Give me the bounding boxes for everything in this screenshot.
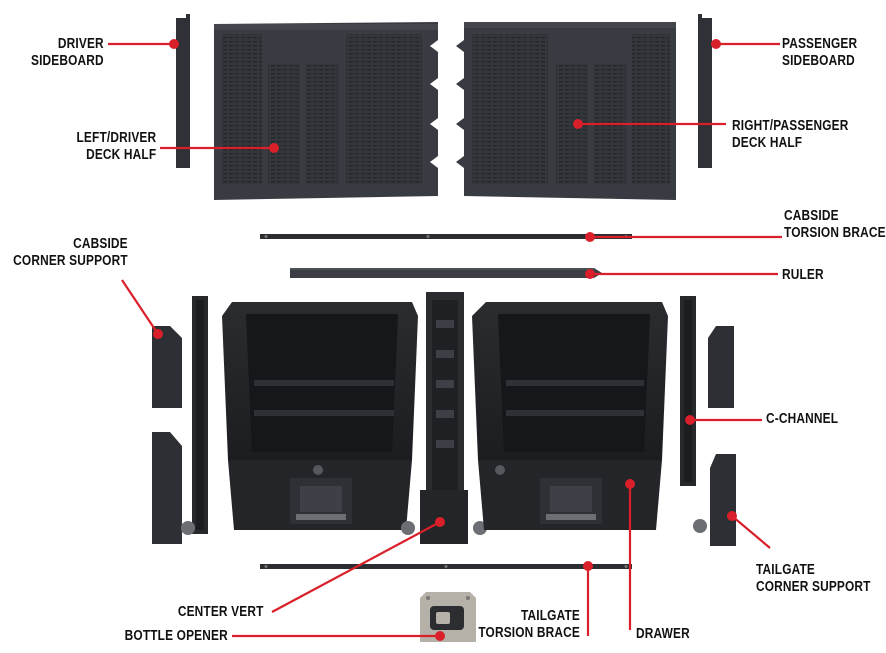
label-passenger-sideboard: PASSENGER SIDEBOARD xyxy=(782,36,858,69)
c-channel-left-part xyxy=(192,296,208,534)
center-vert-part xyxy=(401,292,487,544)
tailgate-torsion-brace-part xyxy=(260,564,632,569)
label-cabside-torsion-brace: CABSIDE TORSION BRACE xyxy=(784,208,886,241)
label-bottle-opener: BOTTLE OPENER xyxy=(124,628,228,644)
label-tailgate-corner-support: TAILGATE CORNER SUPPORT xyxy=(756,562,871,595)
label-left-driver-deck-half: LEFT/DRIVER DECK HALF xyxy=(76,130,156,163)
label-driver-sideboard: DRIVER SIDEBOARD xyxy=(31,36,104,69)
passenger-sideboard-part xyxy=(698,14,712,168)
cabside-corner-support-left-part xyxy=(152,326,182,408)
callout-lines xyxy=(108,42,782,638)
drawer-right-part xyxy=(472,302,668,530)
label-c-channel: C-CHANNEL xyxy=(766,411,839,427)
tailgate-corner-support-right-part xyxy=(693,454,736,546)
bottle-opener-part xyxy=(420,592,476,642)
drawer-left-part xyxy=(222,302,418,530)
cabside-corner-support-right-part xyxy=(708,326,734,408)
label-tailgate-torsion-brace: TAILGATE TORSION BRACE xyxy=(478,608,580,641)
c-channel-right-part xyxy=(680,296,696,486)
label-cabside-corner-support: CABSIDE CORNER SUPPORT xyxy=(13,236,128,269)
callout-dots xyxy=(153,39,737,641)
label-ruler: RULER xyxy=(782,267,824,283)
tailgate-corner-support-left-part xyxy=(152,432,195,544)
left-deck-half-part xyxy=(214,22,438,200)
label-center-vert: CENTER VERT xyxy=(178,604,264,620)
right-deck-half-part xyxy=(456,22,676,200)
label-right-passenger-deck-half: RIGHT/PASSENGER DECK HALF xyxy=(732,118,849,151)
ruler-part xyxy=(290,268,602,278)
label-drawer: DRAWER xyxy=(636,626,690,642)
driver-sideboard-part xyxy=(176,14,190,168)
cabside-torsion-brace-part xyxy=(260,234,632,239)
